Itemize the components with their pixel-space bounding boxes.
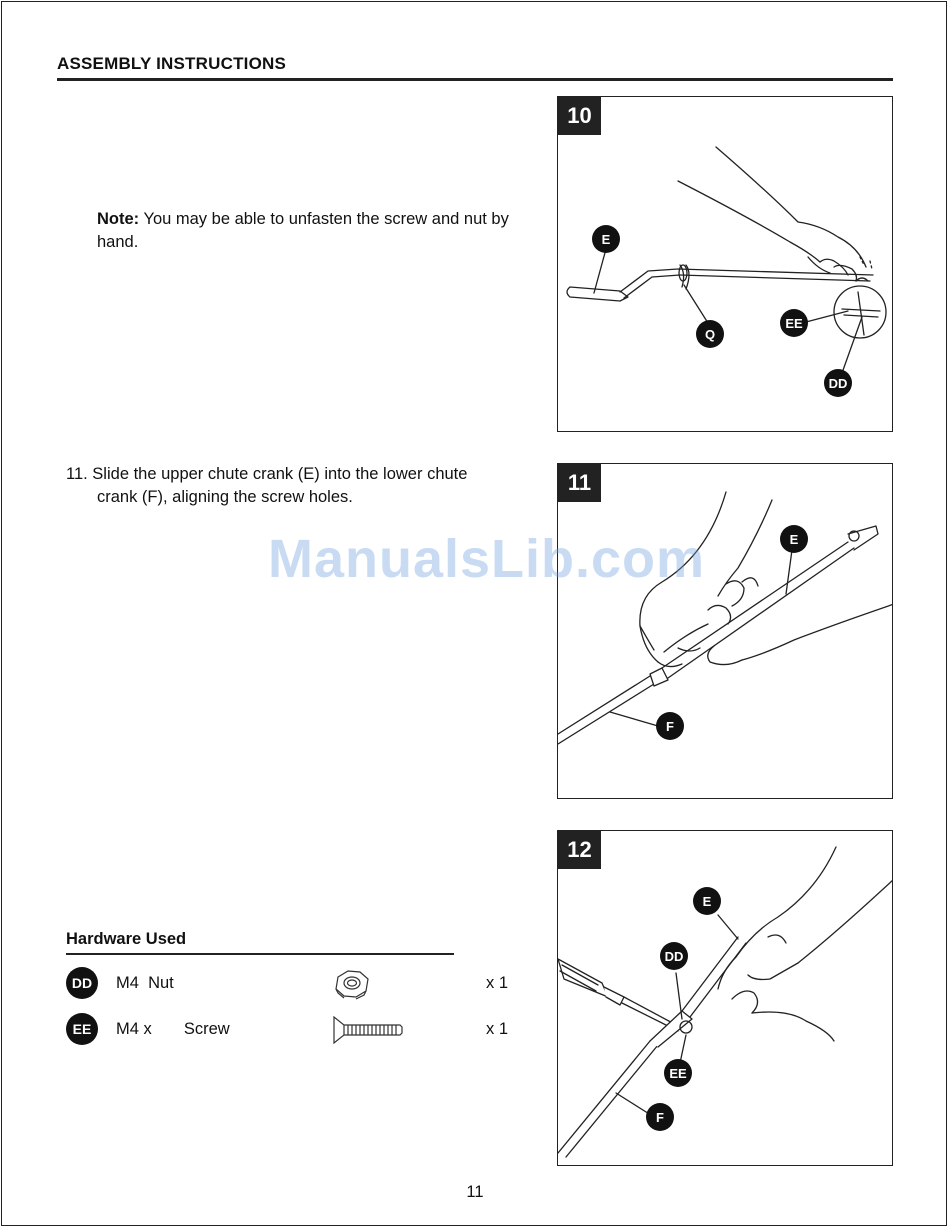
note-label: Note:: [97, 210, 139, 228]
callout-f: F: [646, 1103, 674, 1131]
page-title: ASSEMBLY INSTRUCTIONS: [57, 54, 286, 74]
callout-q: Q: [696, 320, 724, 348]
header-divider: [57, 78, 893, 81]
step-11-instruction: 11. Slide the upper chute crank (E) into…: [66, 463, 536, 509]
hardware-title: Hardware Used: [66, 930, 186, 949]
page-number: 11: [0, 1183, 950, 1202]
step-12-illustration: 12 E DD EE F: [557, 830, 893, 1166]
step-12-drawing: [558, 831, 893, 1166]
nut-icon: [330, 967, 374, 1001]
step-11-line1: Slide the upper chute crank (E) into the…: [88, 465, 468, 483]
note-body: You may be able to unfasten the screw an…: [97, 210, 509, 251]
step-10-illustration: 10 E Q EE DD: [557, 96, 893, 432]
step-10-badge: 10: [558, 97, 601, 135]
callout-e: E: [693, 887, 721, 915]
hardware-description: M4 Nut: [116, 974, 174, 993]
step-11-number: 11.: [66, 465, 88, 483]
step-12-badge: 12: [558, 831, 601, 869]
callout-e: E: [592, 225, 620, 253]
hardware-code-badge: DD: [66, 967, 98, 999]
screw-icon: [330, 1013, 406, 1047]
callout-ee: EE: [780, 309, 808, 337]
step-11-illustration: 11 E F: [557, 463, 893, 799]
hardware-divider: [66, 953, 454, 955]
step-11-drawing: [558, 464, 893, 799]
step-11-badge: 11: [558, 464, 601, 502]
callout-f: F: [656, 712, 684, 740]
callout-e: E: [780, 525, 808, 553]
callout-dd: DD: [660, 942, 688, 970]
hardware-description: M4 x Screw: [116, 1020, 230, 1039]
step-11-line2: crank (F), aligning the screw holes.: [66, 486, 536, 509]
hardware-row: DD M4 Nut x 1: [66, 967, 516, 1001]
hardware-quantity: x 1: [486, 974, 508, 993]
note-text: Note: You may be able to unfasten the sc…: [97, 208, 547, 254]
callout-dd: DD: [824, 369, 852, 397]
hardware-row: EE M4 x Screw x 1: [66, 1013, 516, 1047]
hardware-code-badge: EE: [66, 1013, 98, 1045]
callout-ee: EE: [664, 1059, 692, 1087]
hardware-quantity: x 1: [486, 1020, 508, 1039]
